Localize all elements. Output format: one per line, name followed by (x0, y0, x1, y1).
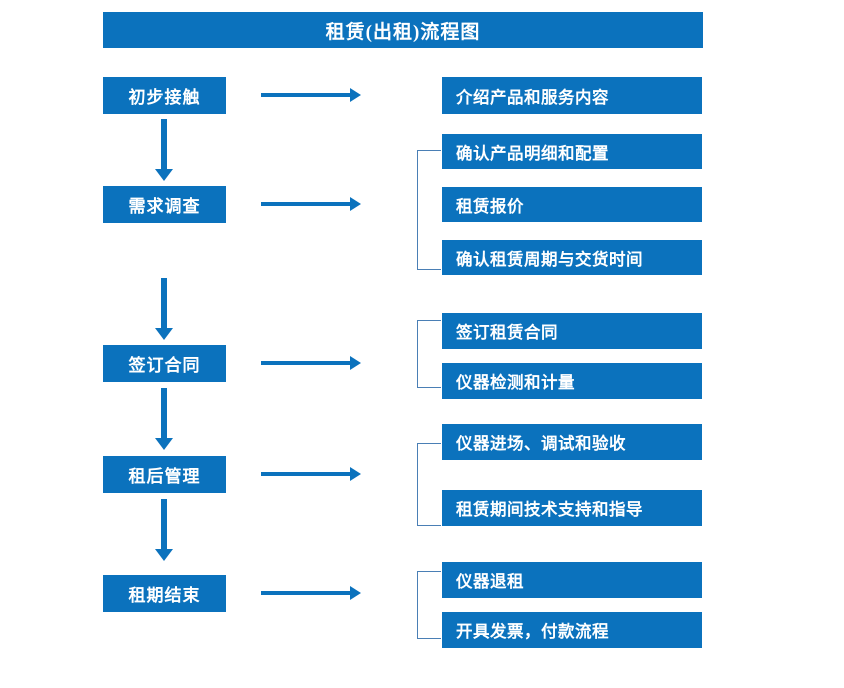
arrow-head (155, 328, 173, 340)
arrow-shaft (161, 499, 167, 549)
detail-box-仪器检测和计量[interactable]: 仪器检测和计量 (442, 363, 702, 399)
bracket-stage-2 (417, 150, 441, 270)
detail-box-确认租赁周期与交货时间[interactable]: 确认租赁周期与交货时间 (442, 240, 702, 275)
arrow-head (155, 438, 173, 450)
detail-box-签订租赁合同[interactable]: 签订租赁合同 (442, 313, 702, 349)
arrow-shaft (261, 93, 350, 97)
detail-box-租赁报价[interactable]: 租赁报价 (442, 187, 702, 222)
stage-box-需求调查[interactable]: 需求调查 (103, 186, 226, 223)
arrow-head (350, 88, 361, 102)
arrow-down-stage-4-to-5 (155, 499, 173, 561)
arrow-shaft (161, 388, 167, 438)
arrow-right-stage-2 (261, 197, 361, 211)
detail-box-仪器退租[interactable]: 仪器退租 (442, 562, 702, 598)
arrow-down-stage-1-to-2 (155, 119, 173, 181)
detail-box-开具发票付款流程[interactable]: 开具发票，付款流程 (442, 612, 702, 648)
stage-box-租期结束[interactable]: 租期结束 (103, 575, 226, 612)
chart-title-banner: 租赁(出租)流程图 (103, 12, 703, 48)
arrow-right-stage-4 (261, 467, 361, 481)
arrow-right-stage-5 (261, 586, 361, 600)
stage-box-初步接触[interactable]: 初步接触 (103, 77, 226, 114)
arrow-down-stage-3-to-4 (155, 388, 173, 450)
stage-box-租后管理[interactable]: 租后管理 (103, 456, 226, 493)
arrow-head (350, 467, 361, 481)
detail-box-介绍产品和服务内容[interactable]: 介绍产品和服务内容 (442, 77, 702, 114)
arrow-shaft (261, 472, 350, 476)
arrow-right-stage-3 (261, 356, 361, 370)
arrow-shaft (161, 278, 167, 328)
arrow-head (350, 586, 361, 600)
bracket-stage-3 (417, 320, 441, 388)
arrow-head (350, 356, 361, 370)
arrow-head (155, 549, 173, 561)
detail-box-仪器进场调试和验收[interactable]: 仪器进场、调试和验收 (442, 424, 702, 460)
arrow-shaft (161, 119, 167, 169)
arrow-right-stage-1 (261, 88, 361, 102)
stage-box-签订合同[interactable]: 签订合同 (103, 345, 226, 382)
arrow-shaft (261, 361, 350, 365)
detail-box-租赁期间技术支持和指导[interactable]: 租赁期间技术支持和指导 (442, 490, 702, 526)
arrow-shaft (261, 591, 350, 595)
detail-box-确认产品明细和配置[interactable]: 确认产品明细和配置 (442, 134, 702, 169)
arrow-head (350, 197, 361, 211)
bracket-stage-4 (417, 443, 441, 526)
arrow-shaft (261, 202, 350, 206)
bracket-stage-5 (417, 571, 441, 639)
arrow-down-stage-2-to-3 (155, 278, 173, 340)
arrow-head (155, 169, 173, 181)
